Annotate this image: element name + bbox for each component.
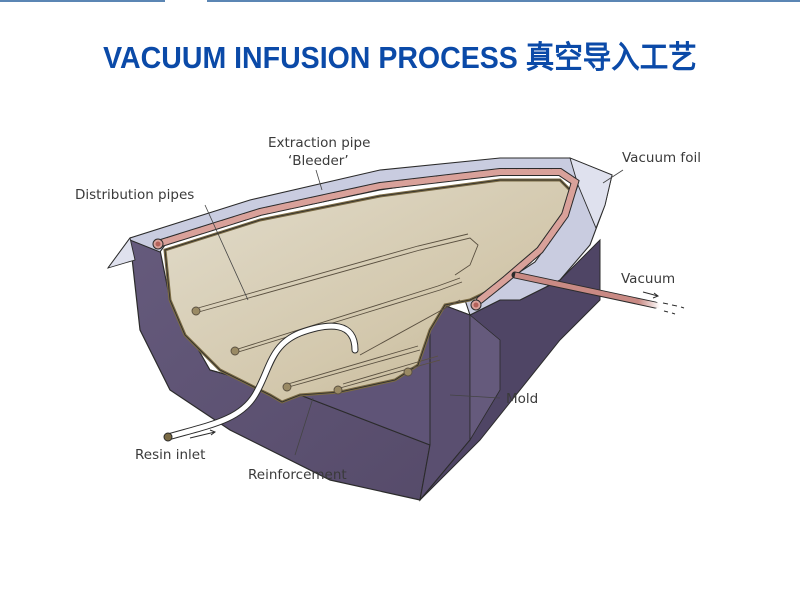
leader-lines bbox=[204, 169, 624, 456]
leader-extraction-pipe bbox=[315, 169, 323, 191]
page-title: VACUUM INFUSION PROCESS 真空导入工艺 bbox=[103, 40, 697, 75]
label-mold: Mold bbox=[506, 391, 538, 407]
label-vacuum: Vacuum bbox=[621, 271, 675, 287]
label-extraction-pipe: Extraction pipe bbox=[268, 135, 370, 151]
extraction-pipe-bleeder bbox=[152, 168, 580, 311]
leader-distribution-pipes bbox=[204, 204, 249, 301]
leader-reinforcement bbox=[294, 397, 314, 456]
mold bbox=[129, 238, 601, 502]
label-resin-inlet: Resin inlet bbox=[135, 447, 205, 463]
reinforcement bbox=[163, 178, 574, 404]
label-distribution-pipes: Distribution pipes bbox=[75, 187, 194, 203]
vacuum-line bbox=[511, 271, 685, 315]
leader-mold bbox=[449, 394, 501, 399]
top-accent-bar bbox=[0, 0, 800, 2]
top-accent-gap bbox=[165, 0, 207, 2]
label-reinforcement: Reinforcement bbox=[248, 467, 347, 483]
label-vacuum-foil: Vacuum foil bbox=[622, 150, 701, 166]
leader-vacuum-foil bbox=[602, 169, 624, 184]
resin-inlet-hose bbox=[163, 322, 359, 442]
label-bleeder: ‘Bleeder’ bbox=[288, 153, 349, 169]
